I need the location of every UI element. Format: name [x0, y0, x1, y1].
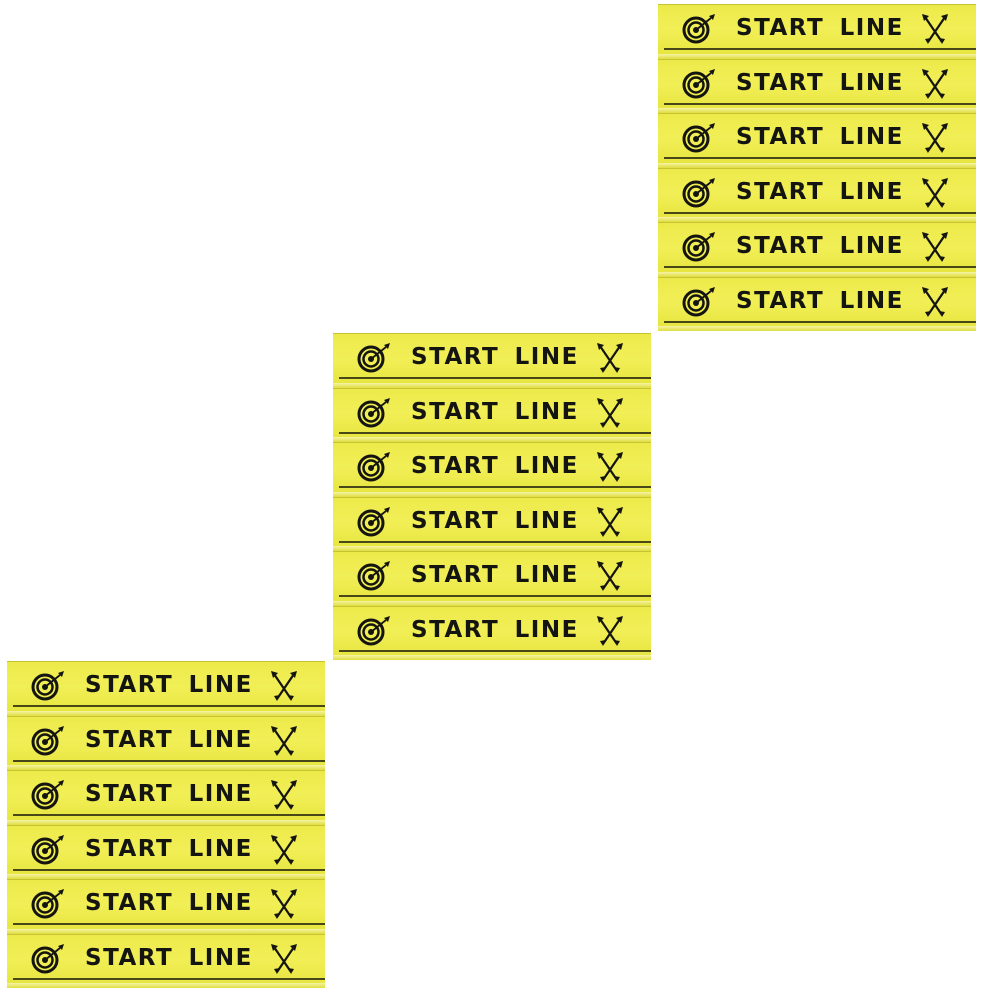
crossed-darts-icon — [922, 232, 948, 262]
dartboard-target-icon — [31, 780, 64, 810]
crossed-darts-icon — [271, 834, 297, 865]
start-line-strip: START LINE — [7, 661, 325, 716]
crossed-darts-icon — [271, 725, 297, 756]
dartboard-target-icon — [357, 343, 390, 373]
dartboard-target-icon — [357, 615, 390, 645]
start-line-label: START LINE — [85, 672, 253, 698]
dartboard-target-icon — [31, 943, 64, 973]
start-line-label: START LINE — [85, 890, 253, 916]
start-line-label: START LINE — [736, 233, 904, 259]
dartboard-target-icon — [357, 561, 390, 591]
start-line-label: START LINE — [411, 453, 579, 479]
dartboard-target-icon — [31, 725, 64, 755]
start-line-strip: START LINE — [658, 4, 976, 59]
dartboard-target-icon — [357, 506, 390, 536]
dartboard-target-icon — [31, 671, 64, 701]
crossed-darts-icon — [922, 68, 948, 99]
dartboard-target-icon — [682, 14, 715, 44]
start-line-strip: START LINE — [333, 605, 651, 660]
crossed-darts-icon — [922, 286, 948, 317]
start-line-strip: START LINE — [7, 770, 325, 825]
crossed-darts-icon — [271, 889, 297, 919]
dartboard-target-icon — [682, 286, 715, 316]
start-line-label: START LINE — [736, 69, 904, 96]
start-line-label: START LINE — [736, 15, 904, 41]
start-line-label: START LINE — [736, 178, 904, 205]
crossed-darts-icon — [597, 561, 623, 591]
crossed-darts-icon — [922, 123, 948, 153]
crossed-darts-icon — [922, 177, 948, 208]
start-line-label: START LINE — [85, 944, 253, 971]
crossed-darts-icon — [271, 943, 297, 974]
dartboard-target-icon — [682, 68, 715, 98]
dartboard-target-icon — [682, 232, 715, 262]
start-line-label: START LINE — [85, 835, 253, 862]
dartboard-target-icon — [357, 397, 390, 427]
dartboard-target-icon — [682, 123, 715, 153]
tape-stack-bottom-left: START LINE START LINE — [7, 661, 325, 988]
start-line-label: START LINE — [736, 124, 904, 150]
start-line-label: START LINE — [411, 398, 579, 425]
start-line-strip: START LINE — [333, 442, 651, 497]
crossed-darts-icon — [271, 671, 297, 701]
crossed-darts-icon — [597, 506, 623, 537]
start-line-label: START LINE — [411, 616, 579, 643]
start-line-strip: START LINE — [658, 222, 976, 277]
start-line-strip: START LINE — [658, 276, 976, 331]
start-line-label: START LINE — [411, 507, 579, 534]
tape-stack-middle: START LINE START LINE — [333, 333, 651, 660]
start-line-strip: START LINE — [658, 58, 976, 113]
start-line-strip: START LINE — [7, 824, 325, 879]
crossed-darts-icon — [597, 615, 623, 646]
dartboard-target-icon — [357, 452, 390, 482]
start-line-strip: START LINE — [333, 333, 651, 388]
crossed-darts-icon — [597, 343, 623, 373]
start-line-label: START LINE — [85, 781, 253, 807]
dartboard-target-icon — [31, 834, 64, 864]
start-line-label: START LINE — [411, 562, 579, 588]
dartboard-target-icon — [31, 889, 64, 919]
crossed-darts-icon — [597, 397, 623, 428]
start-line-strip: START LINE — [658, 113, 976, 168]
start-line-strip: START LINE — [7, 879, 325, 934]
start-line-label: START LINE — [736, 287, 904, 314]
dartboard-target-icon — [682, 177, 715, 207]
start-line-strip: START LINE — [333, 496, 651, 551]
start-line-strip: START LINE — [333, 387, 651, 442]
start-line-strip: START LINE — [7, 933, 325, 988]
tape-stack-top-right: START LINE START LINE — [658, 4, 976, 331]
start-line-label: START LINE — [411, 344, 579, 370]
start-line-strip: START LINE — [658, 167, 976, 222]
crossed-darts-icon — [922, 14, 948, 44]
crossed-darts-icon — [597, 452, 623, 482]
start-line-label: START LINE — [85, 726, 253, 753]
start-line-strip: START LINE — [7, 715, 325, 770]
crossed-darts-icon — [271, 780, 297, 810]
start-line-strip: START LINE — [333, 551, 651, 606]
